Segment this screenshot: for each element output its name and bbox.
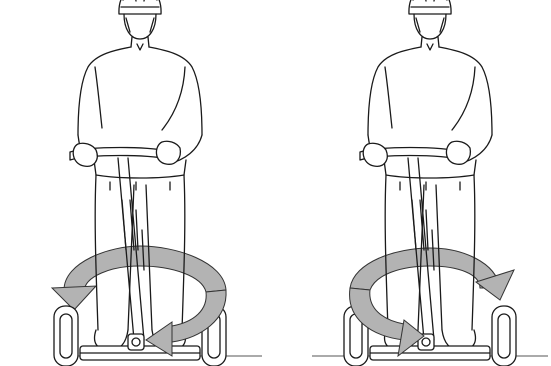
panel-left — [52, 0, 226, 366]
rider-left — [54, 0, 226, 366]
arrow-head-left — [52, 286, 96, 310]
panel-right — [344, 0, 516, 366]
rotation-arrow-left-back — [64, 246, 226, 292]
